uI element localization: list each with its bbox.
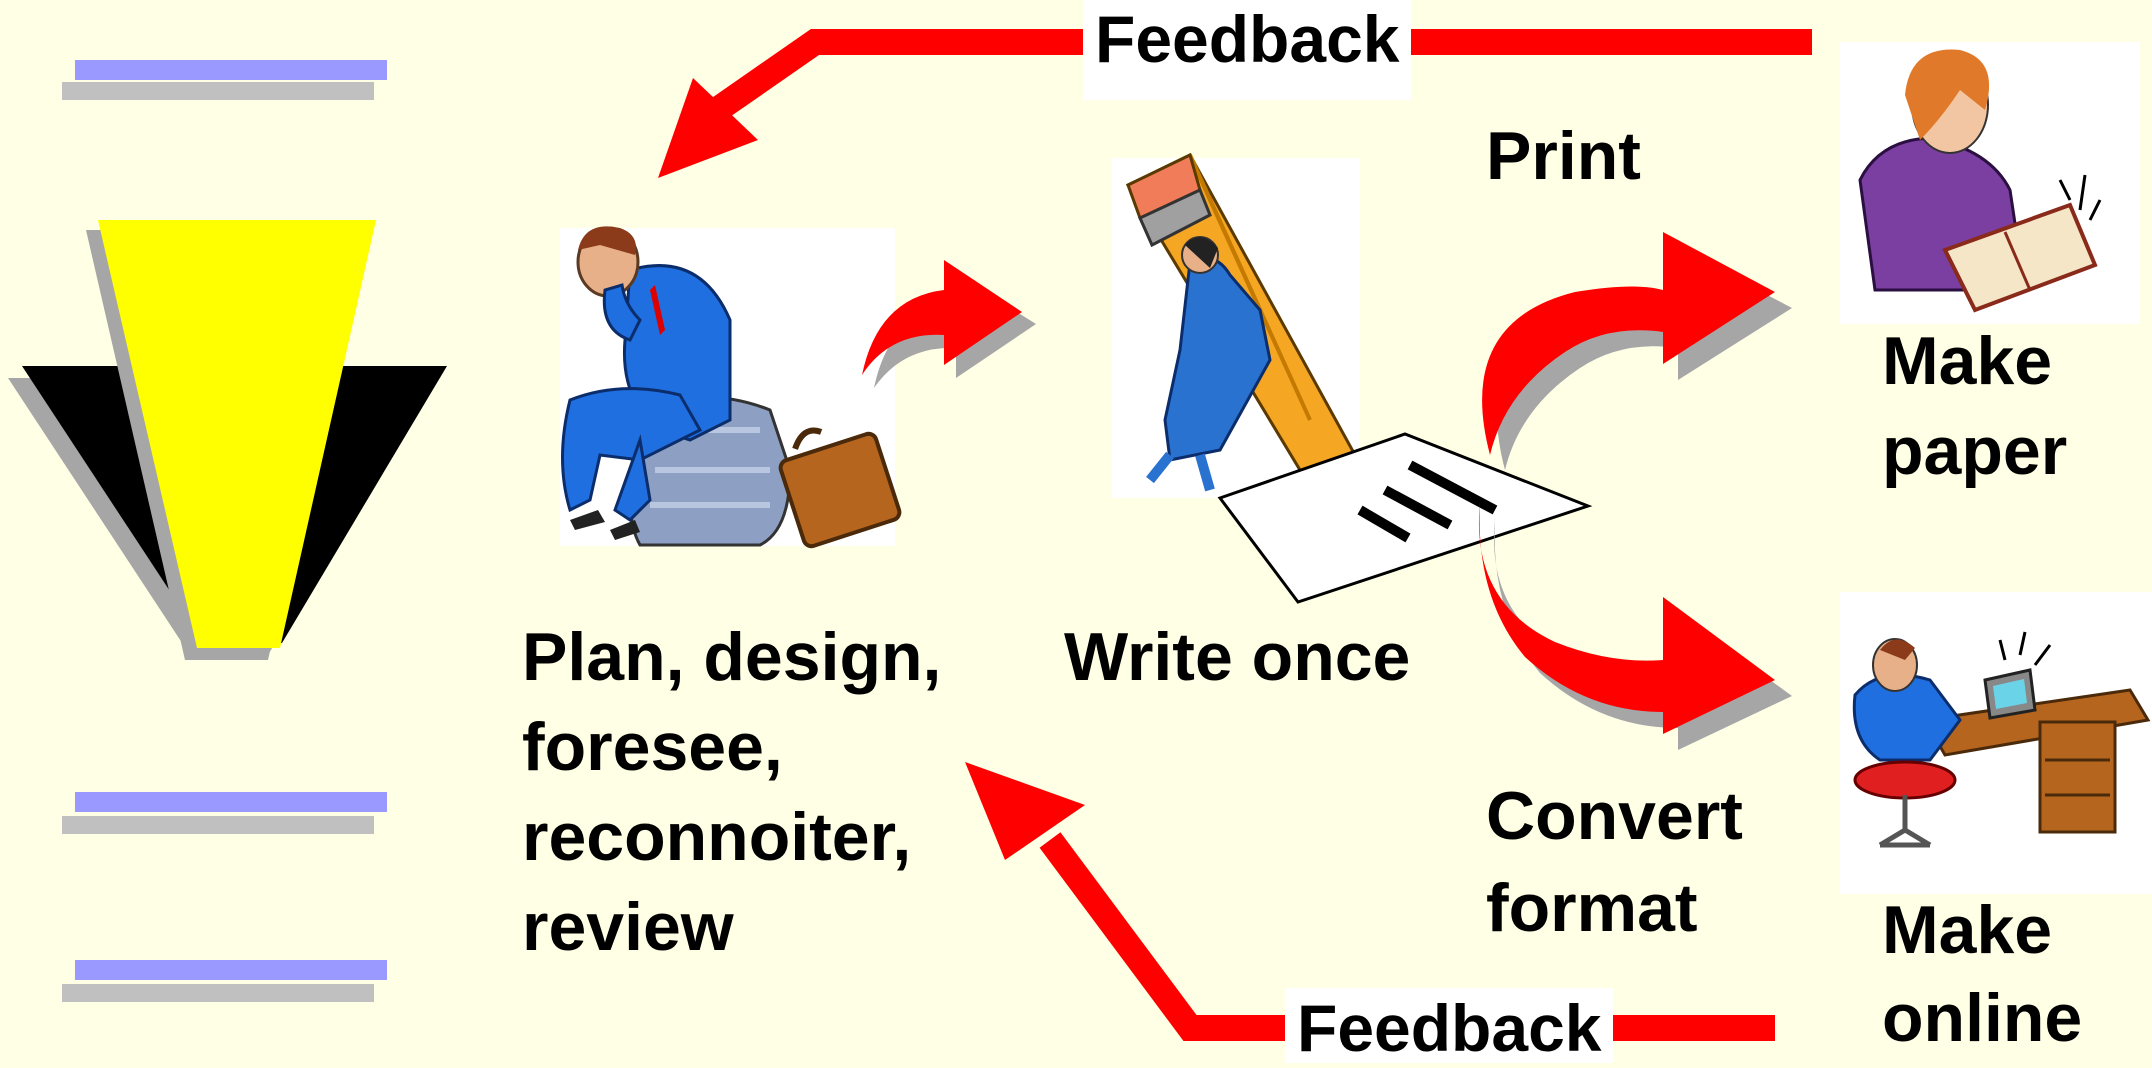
make-paper-label: Make paper — [1882, 316, 2067, 496]
plan-line-1: Plan, design, — [522, 619, 942, 695]
feedback-top-label-box: Feedback — [1083, 0, 1412, 100]
print-arrow — [1482, 232, 1792, 470]
make-online-line-2: online — [1882, 980, 2083, 1056]
make-online-line-1: Make — [1882, 892, 2053, 968]
thinking-businessman-icon — [561, 226, 902, 549]
paper-sheet-icon — [1217, 432, 1593, 604]
make-online-label: Make online — [1882, 886, 2082, 1062]
plan-label: Plan, design, foresee, reconnoiter, revi… — [522, 612, 941, 972]
bar-bottom — [62, 960, 387, 1002]
make-paper-line-1: Make — [1882, 323, 2053, 399]
bar-middle — [62, 792, 387, 834]
feedback-top-arrow — [658, 29, 1812, 178]
convert-format-line-1: Convert — [1486, 778, 1743, 854]
man-at-computer-desk-icon — [1852, 631, 2151, 848]
plan-line-4: review — [522, 889, 734, 965]
plan-line-3: reconnoiter, — [522, 799, 912, 875]
feedback-bottom-label-box: Feedback — [1285, 988, 1614, 1065]
feedback-top-label: Feedback — [1095, 2, 1400, 76]
convert-format-label: Convert format — [1486, 770, 1743, 954]
funnel-logo-icon — [8, 220, 447, 660]
make-paper-line-2: paper — [1882, 413, 2068, 489]
woman-reading-book-icon — [1858, 49, 2102, 313]
feedback-bottom-label: Feedback — [1297, 991, 1602, 1065]
step-arrow — [862, 260, 1036, 388]
print-label: Print — [1486, 118, 1641, 194]
convert-format-line-2: format — [1486, 870, 1698, 946]
write-once-label: Write once — [1064, 619, 1411, 695]
plan-line-2: foresee, — [522, 709, 783, 785]
bar-top — [62, 60, 387, 100]
convert-arrow — [1478, 502, 1792, 750]
